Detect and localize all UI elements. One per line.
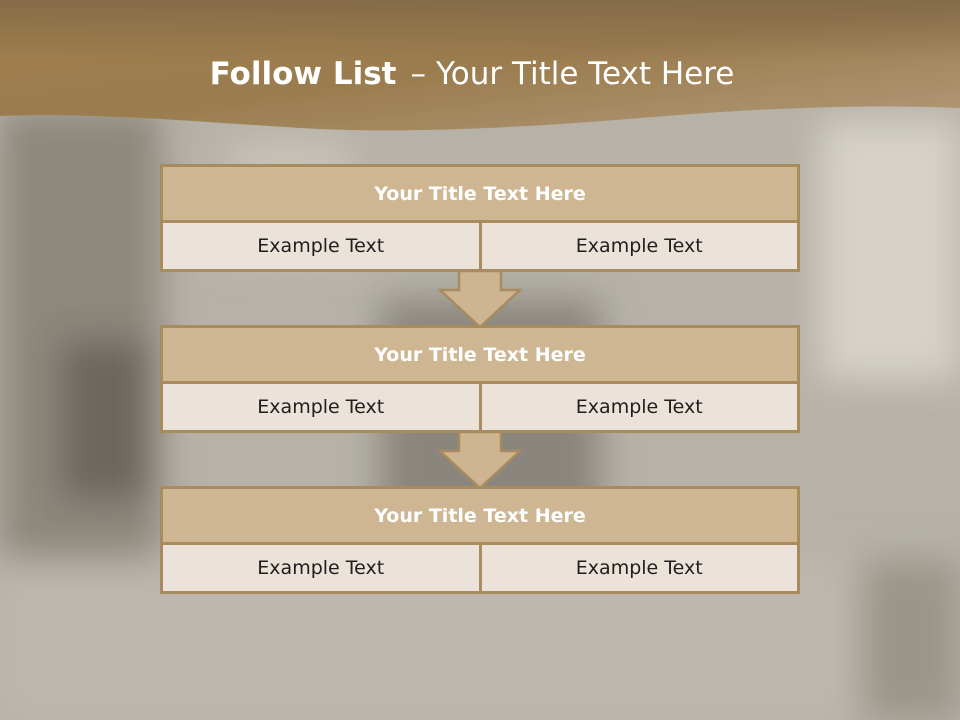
step-cell-left: Example Text — [257, 396, 385, 418]
step-title: Your Title Text Here — [163, 328, 797, 384]
step-row: Example Text Example Text — [163, 384, 797, 430]
step-row: Example Text Example Text — [163, 223, 797, 269]
step-cell-right: Example Text — [478, 384, 798, 430]
title-dash: – — [410, 56, 426, 92]
step-cell-left: Example Text — [257, 557, 385, 579]
step-cell-left: Example Text — [257, 235, 385, 257]
step-cell-right: Example Text — [478, 545, 798, 591]
step-title: Your Title Text Here — [163, 167, 797, 223]
title-rest: Your Title Text Here — [435, 56, 735, 92]
title-bold: Follow List — [209, 56, 397, 92]
step-row: Example Text Example Text — [163, 545, 797, 591]
down-arrow-icon — [438, 431, 522, 489]
step-title: Your Title Text Here — [163, 489, 797, 545]
page-title: Follow List–Your Title Text Here — [0, 56, 944, 92]
step-box-3: Your Title Text Here Example Text Exampl… — [160, 486, 800, 594]
step-box-2: Your Title Text Here Example Text Exampl… — [160, 325, 800, 433]
down-arrow-icon — [438, 270, 522, 328]
step-cell-right: Example Text — [478, 223, 798, 269]
step-box-1: Your Title Text Here Example Text Exampl… — [160, 164, 800, 272]
